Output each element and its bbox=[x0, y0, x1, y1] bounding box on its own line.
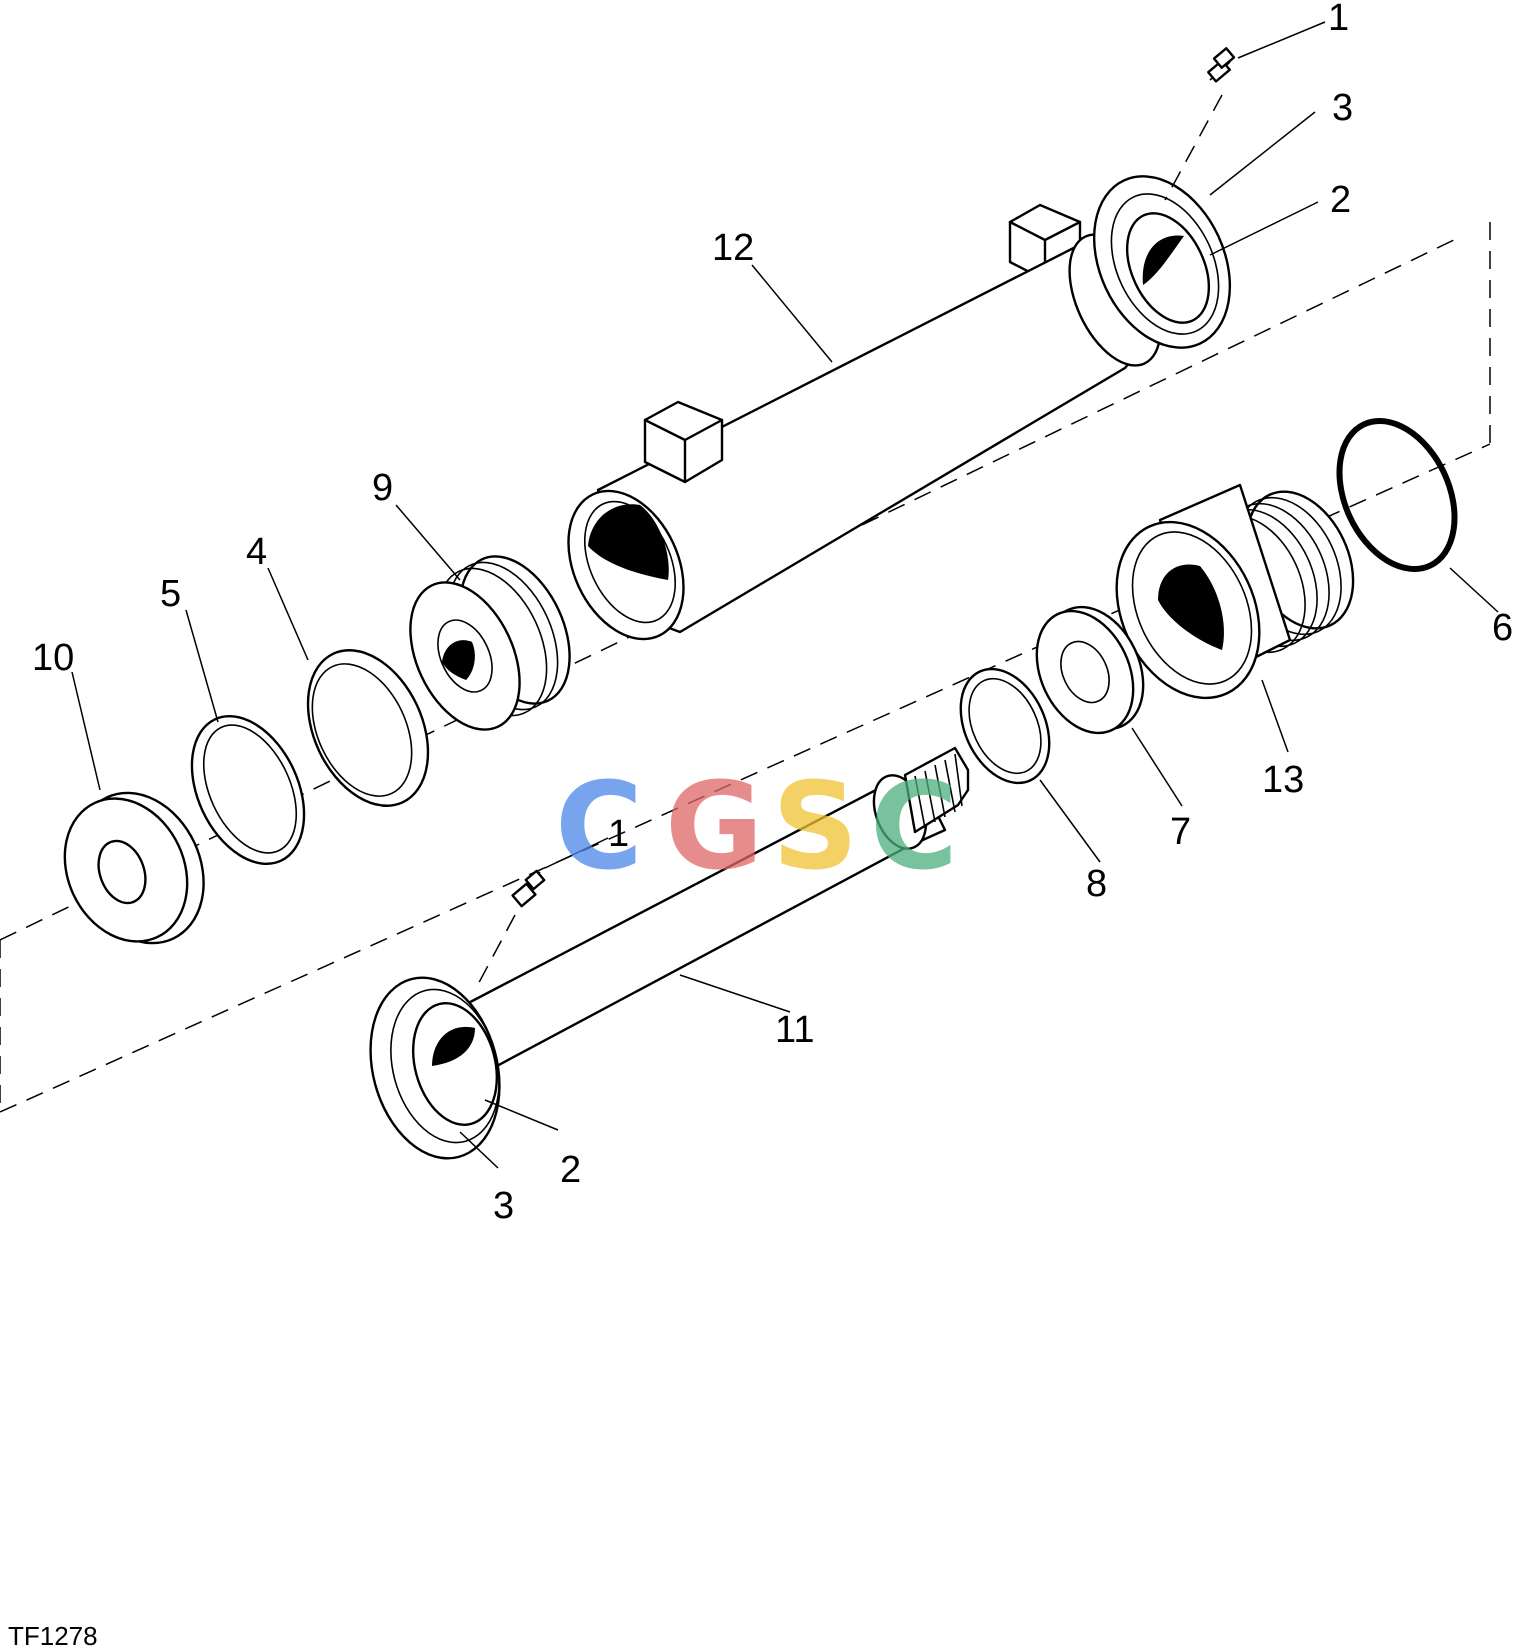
callout-6-o-ring: 6 bbox=[1492, 607, 1513, 649]
watermark-letter-3: S bbox=[772, 758, 858, 897]
part-4-ring bbox=[306, 649, 430, 807]
watermark-letter-4: C bbox=[870, 758, 958, 897]
callout-5-ring: 5 bbox=[160, 573, 181, 615]
part-8-seal-ring bbox=[959, 667, 1051, 785]
part-6-o-ring bbox=[1336, 417, 1458, 573]
exploded-view-guide-lines bbox=[0, 222, 1491, 1113]
callout-10-washer: 10 bbox=[32, 637, 74, 679]
callout-8-seal: 8 bbox=[1086, 863, 1107, 905]
callout-2-top: 2 bbox=[1330, 179, 1351, 221]
grease-fitting-bottom bbox=[474, 869, 546, 991]
callout-13-gland: 13 bbox=[1262, 759, 1304, 801]
callout-3-top: 3 bbox=[1332, 87, 1353, 129]
callout-7-bushing: 7 bbox=[1170, 811, 1191, 853]
part-13-gland bbox=[1115, 483, 1355, 700]
grease-fitting-top bbox=[1164, 47, 1236, 201]
callout-labels: 1 3 2 12 9 4 5 10 6 13 7 8 1 11 2 3 bbox=[32, 0, 1513, 1227]
part-7-bushing bbox=[1035, 605, 1145, 735]
callout-2-bottom: 2 bbox=[560, 1149, 581, 1191]
piston-rod bbox=[369, 746, 970, 1160]
part-5-ring bbox=[190, 715, 306, 865]
callout-3-bottom: 3 bbox=[493, 1185, 514, 1227]
leader-lines bbox=[71, 21, 1499, 1169]
watermark: C G S C bbox=[555, 758, 958, 897]
callout-12-barrel: 12 bbox=[712, 227, 754, 269]
part-10-washer bbox=[63, 791, 205, 945]
figure-id: TF1278 bbox=[8, 1621, 98, 1650]
watermark-letter-2: G bbox=[665, 758, 764, 897]
callout-11-rod: 11 bbox=[775, 1009, 814, 1051]
cylinder-barrel bbox=[567, 47, 1236, 641]
callout-1-grease-fitting-top: 1 bbox=[1328, 0, 1349, 39]
watermark-letter-1: C bbox=[555, 758, 643, 897]
part-9-piston bbox=[409, 555, 571, 731]
callout-4-ring: 4 bbox=[246, 531, 267, 573]
callout-9-piston: 9 bbox=[372, 467, 393, 509]
callout-1-grease-fitting-bottom: 1 bbox=[608, 813, 629, 855]
